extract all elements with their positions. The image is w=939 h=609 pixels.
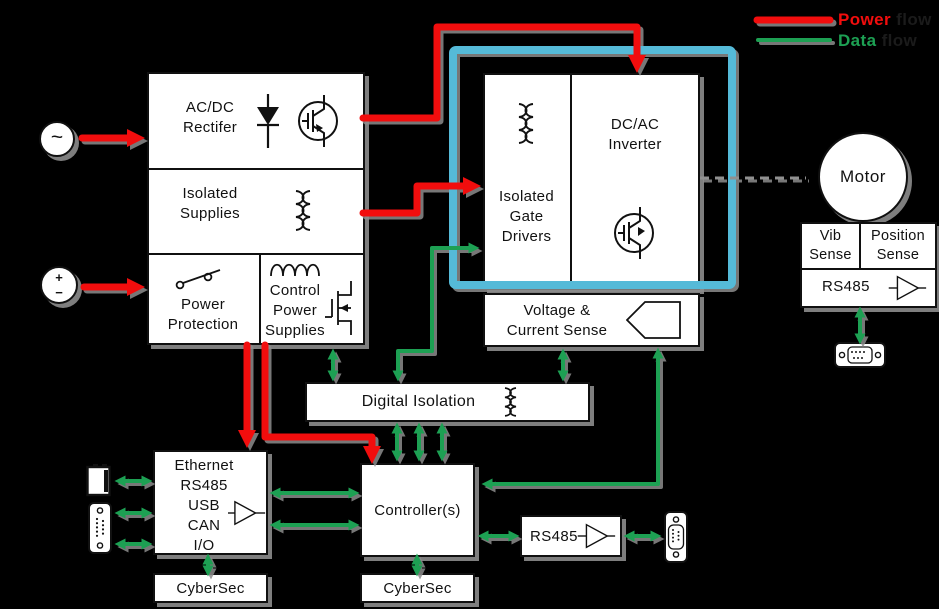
dc-ac-inverter-cell: DC/AC Inverter xyxy=(572,75,698,288)
io-line-usb: USB xyxy=(188,497,220,514)
current-sensor-icon xyxy=(626,301,681,339)
position-sense-label: Position Sense xyxy=(871,227,925,263)
igbt-icon xyxy=(614,207,654,259)
vib-sense-cell: Vib Sense xyxy=(802,224,861,270)
legend-data-label: Data xyxy=(838,31,877,50)
transformer-icon xyxy=(505,387,517,417)
switch-icon xyxy=(175,269,221,290)
cybersec-controller-label: CyberSec xyxy=(383,579,452,597)
battery-plus: + xyxy=(55,270,63,285)
power-protection-block: Power Protection xyxy=(149,253,261,343)
data-digiso-gate-drivers xyxy=(392,242,480,382)
io-line-io: I/O xyxy=(193,537,215,554)
igbt-icon xyxy=(298,95,338,147)
power-protection-label: Power Protection xyxy=(167,296,239,333)
vib-sense-label: Vib Sense xyxy=(809,227,852,263)
voltage-current-sense-block: Voltage & Current Sense xyxy=(483,293,700,347)
sense-label: Voltage & Current Sense xyxy=(506,302,608,339)
motor: Motor xyxy=(818,132,908,222)
motor-rs485-block: RS485 xyxy=(802,270,935,306)
ac-source: ~ xyxy=(39,121,75,157)
control-power-supplies-block: Control Power Supplies xyxy=(259,253,363,343)
io-line-rs485: RS485 xyxy=(180,477,228,494)
gate-drivers-cell: Isolated Gate Drivers xyxy=(485,75,572,288)
power-supplies-to-gate-drivers xyxy=(359,177,481,217)
motor-sense-stack: Vib Sense Position Sense RS485 xyxy=(800,222,937,308)
mosfet-icon xyxy=(325,281,352,335)
buffer-icon xyxy=(228,500,266,526)
io-line-can: CAN xyxy=(187,517,221,534)
digital-isolation-block: Digital Isolation xyxy=(305,382,590,422)
legend-power: Power flow xyxy=(838,10,932,30)
transformer-icon xyxy=(295,190,311,231)
battery-minus: − xyxy=(55,285,63,300)
buffer-icon xyxy=(577,523,616,549)
inverter-label: DC/AC Inverter xyxy=(608,116,662,153)
control-power-supplies-label: Control Power Supplies xyxy=(265,282,325,339)
controller-rs485-label: RS485 xyxy=(530,528,578,545)
rectifier-label: AC/DC Rectifer xyxy=(182,99,238,136)
inverter-block: Isolated Gate Drivers DC/AC Inverter xyxy=(483,73,700,290)
db9-connector-controller-icon xyxy=(664,511,688,563)
transformer-icon xyxy=(518,103,534,144)
cybersec-controller-block: CyberSec xyxy=(360,573,475,603)
inductor-icon xyxy=(270,263,320,277)
position-sense-cell: Position Sense xyxy=(861,224,935,270)
legend-data-suffix: flow xyxy=(881,31,918,50)
gate-drivers-label: Isolated Gate Drivers xyxy=(499,188,554,245)
controller-rs485-block: RS485 xyxy=(520,515,622,557)
isolated-supplies-label: Isolated Supplies xyxy=(180,185,240,222)
controller-block: Controller(s) xyxy=(360,463,475,557)
ac-symbol: ~ xyxy=(50,125,64,149)
ethernet-jack-icon xyxy=(86,463,112,497)
motor-label: Motor xyxy=(840,167,886,186)
dc-source: + − xyxy=(40,266,78,304)
legend-power-label: Power xyxy=(838,10,892,29)
io-line-ethernet: Ethernet xyxy=(174,457,234,474)
controller-label: Controller(s) xyxy=(374,501,461,519)
legend-power-suffix: flow xyxy=(896,10,932,29)
isolated-supplies-block: Isolated Supplies xyxy=(149,168,363,255)
db9-connector-motor-icon xyxy=(834,342,886,368)
rectifier-block: AC/DC Rectifer xyxy=(149,74,363,170)
digital-isolation-label: Digital Isolation xyxy=(361,393,476,410)
legend-data: Data flow xyxy=(838,31,917,51)
cybersec-io-block: CyberSec xyxy=(153,573,268,603)
diode-icon xyxy=(257,94,279,148)
motor-rs485-label: RS485 xyxy=(822,278,870,295)
cybersec-io-label: CyberSec xyxy=(176,579,245,597)
power-stage-block: AC/DC Rectifer Isolated Supplies xyxy=(147,72,365,345)
io-interfaces-block: Ethernet RS485 USB CAN I/O xyxy=(153,450,268,555)
buffer-icon xyxy=(888,275,927,301)
db9-connector-io-icon xyxy=(88,502,112,554)
